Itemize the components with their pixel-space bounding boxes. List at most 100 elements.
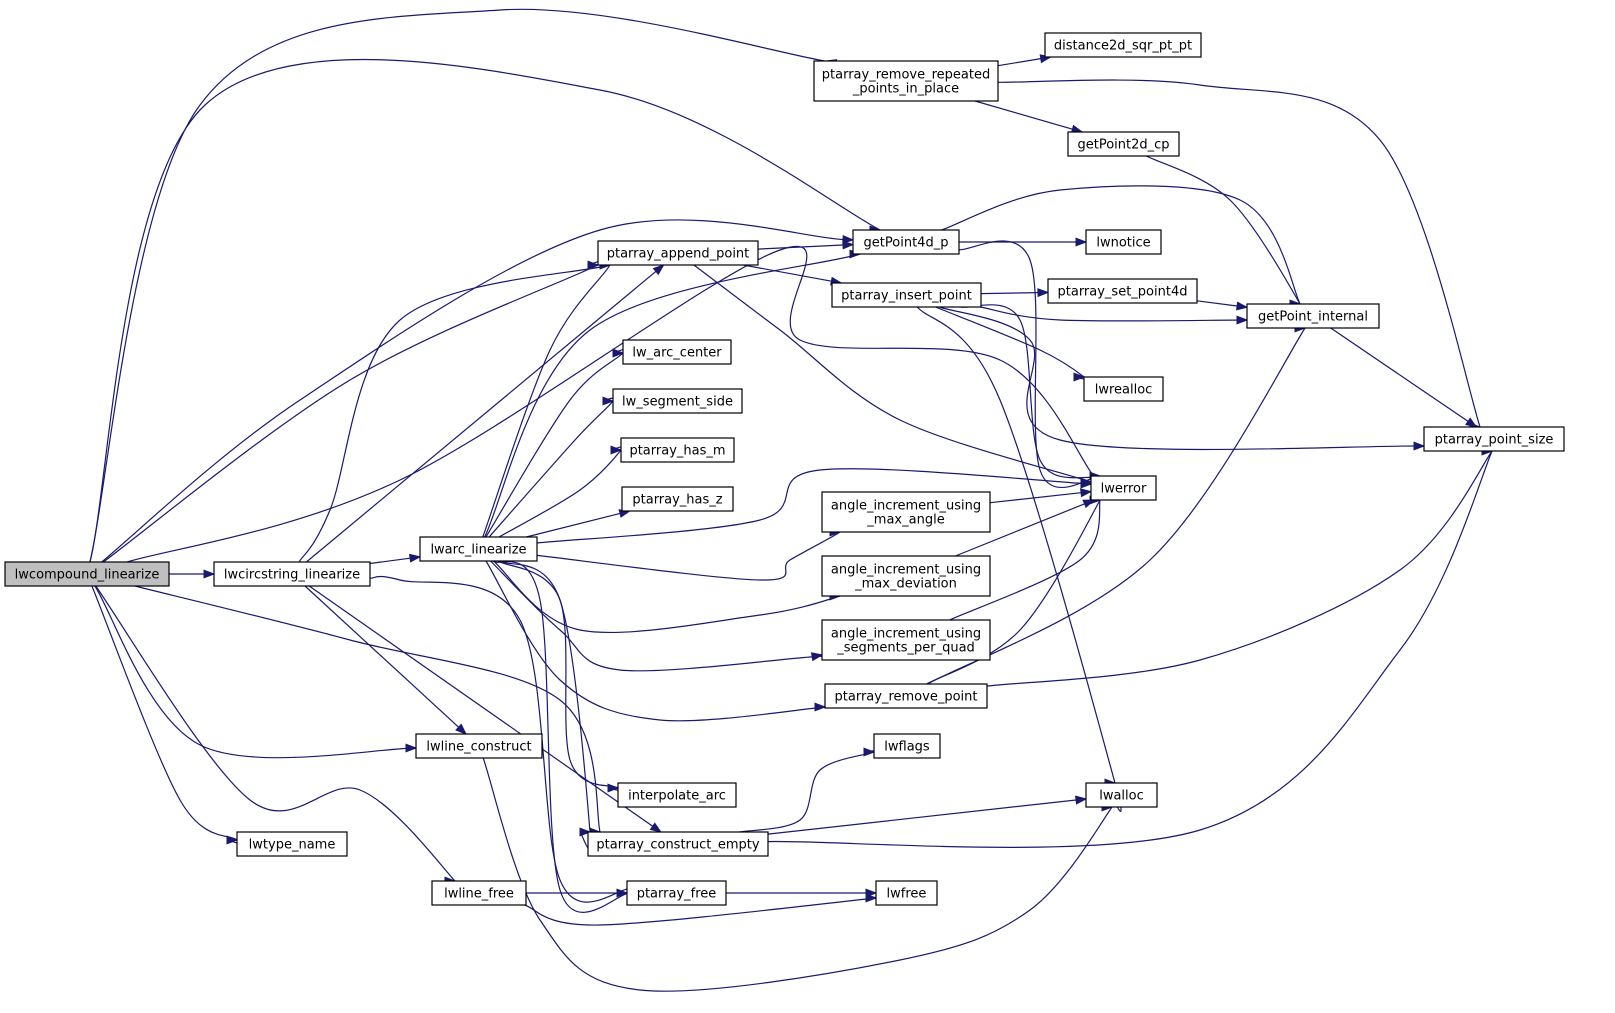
node-box xyxy=(4,561,170,587)
edge-line xyxy=(743,264,832,282)
node-box xyxy=(813,60,999,102)
edge-ptarray_append_point-to-getPoint4d_p xyxy=(757,240,855,250)
edge-line xyxy=(916,306,1122,812)
node-label: getPoint_internal xyxy=(1258,310,1368,325)
node-lwrealloc[interactable]: lwrealloc xyxy=(1083,376,1164,402)
node-label: lwarc_linearize xyxy=(430,543,526,558)
edge-line xyxy=(955,503,1085,557)
edge-getPoint4d_p-to-lwnotice xyxy=(959,237,1088,247)
edge-line xyxy=(498,446,623,538)
node-label: angle_increment_using xyxy=(831,627,981,642)
edge-line xyxy=(298,260,624,563)
arrowhead-icon xyxy=(1465,417,1478,428)
edge-ptarray_remove_point-to-ptarray_point_size xyxy=(986,441,1498,687)
node-ptarray_point_size[interactable]: ptarray_point_size xyxy=(1423,426,1565,452)
node-label: lwfree xyxy=(887,887,927,902)
edge-line xyxy=(974,100,1073,130)
arrowhead-icon xyxy=(863,747,876,757)
edge-lwcompound_linearize-to-lwcircstring_linearize xyxy=(169,569,216,579)
node-lwtype_name[interactable]: lwtype_name xyxy=(236,831,348,857)
node-box xyxy=(213,561,371,587)
edge-line xyxy=(482,757,1117,992)
node-lw_arc_center[interactable]: lw_arc_center xyxy=(622,339,732,365)
arrowhead-icon xyxy=(203,569,216,579)
edge-line xyxy=(526,512,621,538)
node-ptarray_has_z[interactable]: ptarray_has_z xyxy=(621,486,734,512)
arrowhead-icon xyxy=(810,652,824,662)
node-ptarray_remove_repeated_points_in_place[interactable]: ptarray_remove_repeated_points_in_place xyxy=(813,60,999,102)
node-box xyxy=(415,733,543,759)
node-lwfree[interactable]: lwfree xyxy=(875,880,938,906)
node-lwline_construct[interactable]: lwline_construct xyxy=(415,733,543,759)
node-box xyxy=(1067,131,1180,157)
node-lwarc_linearize[interactable]: lwarc_linearize xyxy=(419,536,538,562)
arrowhead-icon xyxy=(814,702,827,712)
node-box xyxy=(597,240,759,266)
edge-line xyxy=(958,240,1103,488)
node-label: lwtype_name xyxy=(249,838,336,853)
edge-ptarray_remove_repeated_points_in_place-to-distance2d_sqr_pt_pt xyxy=(997,54,1053,67)
edge-line xyxy=(738,750,877,833)
arrowhead-icon xyxy=(1073,372,1086,382)
edge-line xyxy=(757,244,844,250)
node-box xyxy=(1085,229,1162,255)
node-lwalloc[interactable]: lwalloc xyxy=(1085,782,1158,808)
node-box xyxy=(821,619,991,661)
edge-line xyxy=(1196,300,1238,307)
node-lwflags[interactable]: lwflags xyxy=(873,733,941,759)
node-box xyxy=(831,282,982,308)
edge-line xyxy=(134,585,602,843)
edge-lwarc_linearize-to-lw_segment_side xyxy=(488,396,615,538)
edge-lwcircstring_linearize-to-ptarray_append_point xyxy=(298,260,624,563)
node-lwerror[interactable]: lwerror xyxy=(1090,475,1157,501)
arrowhead-icon xyxy=(587,260,600,270)
edge-lwcompound_linearize-to-lwline_construct xyxy=(94,585,430,759)
node-lwnotice[interactable]: lwnotice xyxy=(1085,229,1162,255)
edge-line xyxy=(935,306,1086,380)
node-lwline_free[interactable]: lwline_free xyxy=(431,880,527,906)
node-label: angle_increment_using xyxy=(831,499,981,514)
node-distance2d_sqr_pt_pt[interactable]: distance2d_sqr_pt_pt xyxy=(1044,32,1202,58)
edge-lwcompound_linearize-to-ptarray_remove_repeated_points_in_place xyxy=(89,8,857,563)
arrowhead-icon xyxy=(612,348,625,358)
node-ptarray_insert_point[interactable]: ptarray_insert_point xyxy=(831,282,982,308)
arrowhead-icon xyxy=(1075,237,1088,247)
node-getPoint_internal[interactable]: getPoint_internal xyxy=(1246,303,1380,329)
node-angle_increment_using_segments_per_quad[interactable]: angle_increment_using_segments_per_quad xyxy=(821,619,991,661)
edge-ptarray_set_point4d-to-getPoint_internal xyxy=(1196,300,1249,311)
node-label: angle_increment_using xyxy=(831,563,981,578)
node-ptarray_free[interactable]: ptarray_free xyxy=(626,880,727,906)
node-ptarray_has_m[interactable]: ptarray_has_m xyxy=(620,437,735,463)
arrowhead-icon xyxy=(1236,301,1249,311)
edge-line xyxy=(980,292,1039,295)
node-label: ptarray_insert_point xyxy=(841,289,972,304)
node-box xyxy=(622,339,732,365)
node-lwcompound_linearize[interactable]: lwcompound_linearize xyxy=(4,561,170,587)
node-lwcircstring_linearize[interactable]: lwcircstring_linearize xyxy=(213,561,371,587)
node-box xyxy=(587,831,769,857)
node-label: lwerror xyxy=(1101,482,1147,497)
arrowhead-icon xyxy=(1080,488,1093,498)
node-ptarray_append_point[interactable]: ptarray_append_point xyxy=(597,240,759,266)
node-label: _max_angle xyxy=(866,513,944,528)
node-ptarray_construct_empty[interactable]: ptarray_construct_empty xyxy=(587,831,769,857)
node-box xyxy=(821,491,991,533)
node-box xyxy=(1423,426,1565,452)
edge-lwcircstring_linearize-to-ptarray_append_point xyxy=(306,264,665,563)
edge-ptarray_free-to-lwfree xyxy=(726,888,878,898)
node-angle_increment_using_max_deviation[interactable]: angle_increment_using_max_deviation xyxy=(821,555,991,597)
arrowhead-icon xyxy=(607,783,620,793)
node-getPoint4d_p[interactable]: getPoint4d_p xyxy=(852,229,960,255)
node-getPoint2d_cp[interactable]: getPoint2d_cp xyxy=(1067,131,1180,157)
node-label: lwline_construct xyxy=(426,740,531,755)
node-ptarray_remove_point[interactable]: ptarray_remove_point xyxy=(824,683,988,709)
node-ptarray_set_point4d[interactable]: ptarray_set_point4d xyxy=(1047,278,1198,304)
arrowhead-icon xyxy=(1080,477,1093,487)
node-label: ptarray_append_point xyxy=(607,247,750,262)
node-angle_increment_using_max_angle[interactable]: angle_increment_using_max_angle xyxy=(821,491,991,533)
node-lw_segment_side[interactable]: lw_segment_side xyxy=(612,388,743,414)
node-label: _segments_per_quad xyxy=(836,641,975,656)
node-box xyxy=(1090,475,1157,501)
edge-lwarc_linearize-to-lw_arc_center xyxy=(485,348,626,538)
node-interpolate_arc[interactable]: interpolate_arc xyxy=(617,782,737,808)
